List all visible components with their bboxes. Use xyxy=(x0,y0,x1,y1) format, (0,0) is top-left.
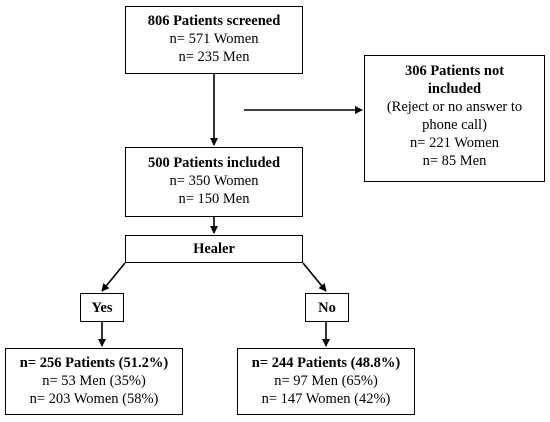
screened-title: 806 Patients screened xyxy=(147,13,281,29)
no-box: No xyxy=(305,293,349,322)
healer-box: Healer xyxy=(125,235,303,263)
no-result-title: n= 244 Patients (48.8%) xyxy=(251,355,401,371)
yes-label: Yes xyxy=(91,300,113,316)
yes-result-women: n= 203 Women (58%) xyxy=(29,391,159,407)
excluded-title-line-1: 306 Patients not xyxy=(404,63,505,79)
excluded-reason-line-2: phone call) xyxy=(422,117,487,133)
no-result-women: n= 147 Women (42%) xyxy=(261,391,391,407)
screened-men: n= 235 Men xyxy=(178,49,250,65)
yes-result-title: n= 256 Patients (51.2%) xyxy=(19,355,169,371)
screened-box: 806 Patients screened n= 571 Women n= 23… xyxy=(125,6,303,74)
excluded-women: n= 221 Women xyxy=(410,135,499,151)
excluded-men: n= 85 Men xyxy=(422,153,487,169)
included-women: n= 350 Women xyxy=(169,173,259,189)
included-title: 500 Patients included xyxy=(147,155,281,171)
excluded-box: 306 Patients not included (Reject or no … xyxy=(364,55,545,182)
no-label: No xyxy=(318,300,336,316)
no-result-box: n= 244 Patients (48.8%) n= 97 Men (65%) … xyxy=(237,348,415,415)
yes-result-men: n= 53 Men (35%) xyxy=(42,373,146,389)
excluded-title-line-2: included xyxy=(427,81,482,97)
yes-result-box: n= 256 Patients (51.2%) n= 53 Men (35%) … xyxy=(5,348,183,415)
arrow-healer-to-yes xyxy=(101,262,126,292)
yes-box: Yes xyxy=(80,293,124,322)
healer-title: Healer xyxy=(193,241,235,257)
included-men: n= 150 Men xyxy=(178,191,250,207)
excluded-reason-line-1: (Reject or no answer to xyxy=(386,99,523,115)
no-result-men: n= 97 Men (65%) xyxy=(274,373,378,389)
included-box: 500 Patients included n= 350 Women n= 15… xyxy=(125,147,303,217)
screened-women: n= 571 Women xyxy=(169,31,259,47)
arrow-healer-to-no xyxy=(302,262,327,292)
